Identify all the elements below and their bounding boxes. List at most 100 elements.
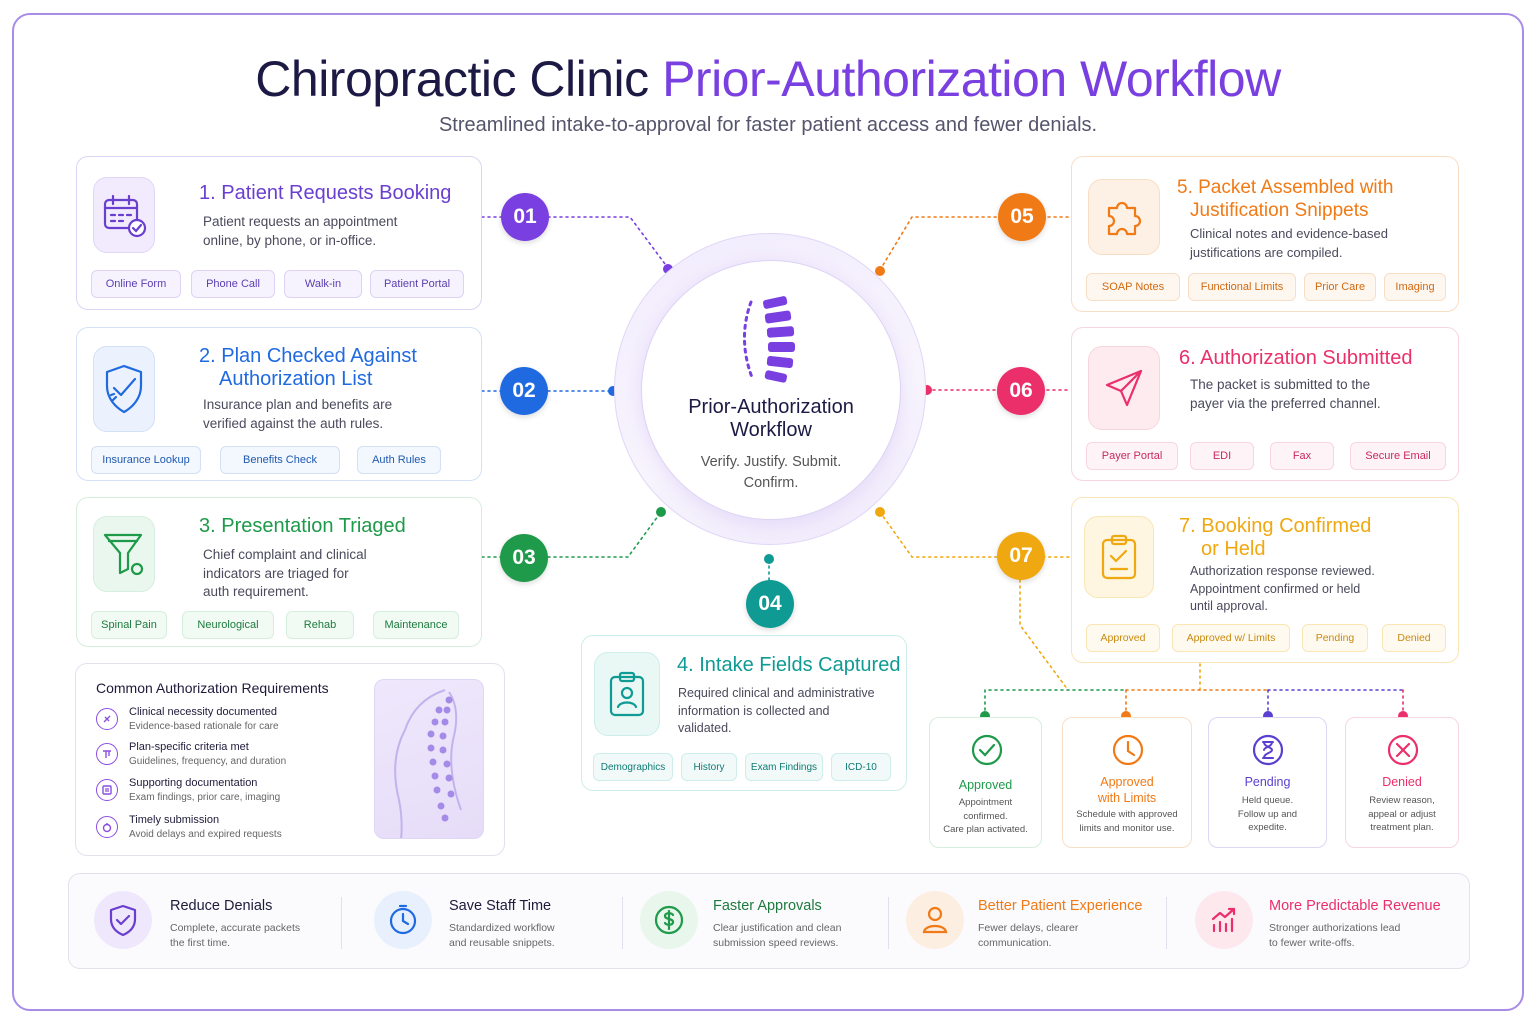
step-title-3: 3. Presentation Triaged [199,515,406,537]
benefit-title: Reduce Denials [170,898,273,914]
chip-patient-portal[interactable]: Patient Portal [370,270,464,298]
step-badge-07: 07 [997,532,1045,580]
chip-fax[interactable]: Fax [1270,442,1334,470]
benefit-title: Better Patient Experience [978,898,1143,914]
chip-icd-10[interactable]: ICD-10 [831,753,891,781]
x-circle-icon [1387,734,1419,766]
step-badge-06: 06 [997,367,1045,415]
chip-online-form[interactable]: Online Form [91,270,181,298]
chip-walk-in[interactable]: Walk-in [284,270,362,298]
step-badge-03: 03 [500,534,548,582]
chip-functional-limits[interactable]: Functional Limits [1188,273,1296,301]
outcome-title-pending: Pending [1244,775,1291,789]
outcome-desc-approved: Appointment confirmed.Care plan activate… [943,797,1028,835]
chip-maintenance[interactable]: Maintenance [373,611,459,639]
page-title: Chiropractic Clinic Prior-Authorization … [0,50,1536,108]
chip-demographics[interactable]: Demographics [593,753,673,781]
step-title-1: 1. Patient Requests Booking [199,182,452,204]
step-badge-02: 02 [500,367,548,415]
step-card-6[interactable]: 6. Authorization Submitted The packet is… [1071,327,1459,481]
paper-plane-icon [1088,346,1160,430]
center-hub: Prior-Authorization Workflow Verify. Jus… [614,233,926,545]
chart-up-icon [1195,891,1253,949]
chip-denied[interactable]: Denied [1382,624,1446,652]
chip-rehab[interactable]: Rehab [286,611,354,639]
shield-check-icon [93,346,155,432]
center-title: Prior-Authorization Workflow [688,396,854,441]
step-badge-04: 04 [746,580,794,628]
dollar-icon [640,891,698,949]
step-card-1[interactable]: 1. Patient Requests Booking Patient requ… [76,156,482,310]
chip-neurological[interactable]: Neurological [182,611,274,639]
clipboard-user-icon [594,652,660,736]
requirements-card: Common Authorization Requirements Clinic… [75,663,505,856]
person-icon [906,891,964,949]
step-card-3[interactable]: 3. Presentation Triaged Chief complaint … [76,497,482,647]
chip-approved[interactable]: Approved [1086,624,1160,652]
center-tagline: Verify. Justify. Submit. Confirm. [700,454,842,491]
page-subtitle: Streamlined intake-to-approval for faste… [438,114,1098,136]
criteria-icon [96,743,118,765]
benefit-reduce-denials: Reduce Denials Complete, accurate packet… [94,888,324,958]
medical-icon [96,708,118,730]
calendar-check-icon [93,177,155,253]
chip-secure-email[interactable]: Secure Email [1350,442,1446,470]
timer-icon [96,816,118,838]
benefit-divider [622,897,623,949]
benefit-patient-experience: Better Patient Experience Fewer delays, … [906,888,1156,958]
step-badge-05: 05 [998,193,1046,241]
outcome-approved[interactable]: Approved Appointment confirmed.Care plan… [929,717,1042,848]
chip-insurance-lookup[interactable]: Insurance Lookup [91,446,201,474]
puzzle-icon [1088,179,1160,255]
connector-07 [879,511,1071,558]
hourglass-icon [1252,734,1284,766]
chip-imaging[interactable]: Imaging [1384,273,1446,301]
benefit-predictable-revenue: More Predictable Revenue Stronger author… [1195,888,1455,958]
chip-approved-limits[interactable]: Approved w/ Limits [1172,624,1290,652]
chip-payer-portal[interactable]: Payer Portal [1086,442,1178,470]
chip-exam-findings[interactable]: Exam Findings [745,753,823,781]
benefit-title: Save Staff Time [449,898,552,914]
chip-edi[interactable]: EDI [1190,442,1254,470]
step-card-4[interactable]: 4. Intake Fields Captured Required clini… [581,635,907,791]
chip-pending[interactable]: Pending [1302,624,1368,652]
chip-phone-call[interactable]: Phone Call [191,270,275,298]
benefit-divider [888,897,889,949]
shield-check-icon [94,891,152,949]
chip-benefits-check[interactable]: Benefits Check [220,446,340,474]
chip-auth-rules[interactable]: Auth Rules [357,446,441,474]
chip-prior-care[interactable]: Prior Care [1304,273,1376,301]
chip-soap-notes[interactable]: SOAP Notes [1086,273,1180,301]
step-title-4: 4. Intake Fields Captured [677,654,901,676]
benefit-title: More Predictable Revenue [1269,898,1441,914]
chip-history[interactable]: History [681,753,737,781]
step-badge-01: 01 [501,193,549,241]
spine-icon [743,296,795,383]
funnel-icon [93,516,155,592]
clipboard-check-icon [1084,516,1154,598]
requirements-title: Common Authorization Requirements [96,680,329,696]
chip-spinal-pain[interactable]: Spinal Pain [91,611,167,639]
document-icon [96,779,118,801]
benefit-divider [341,897,342,949]
